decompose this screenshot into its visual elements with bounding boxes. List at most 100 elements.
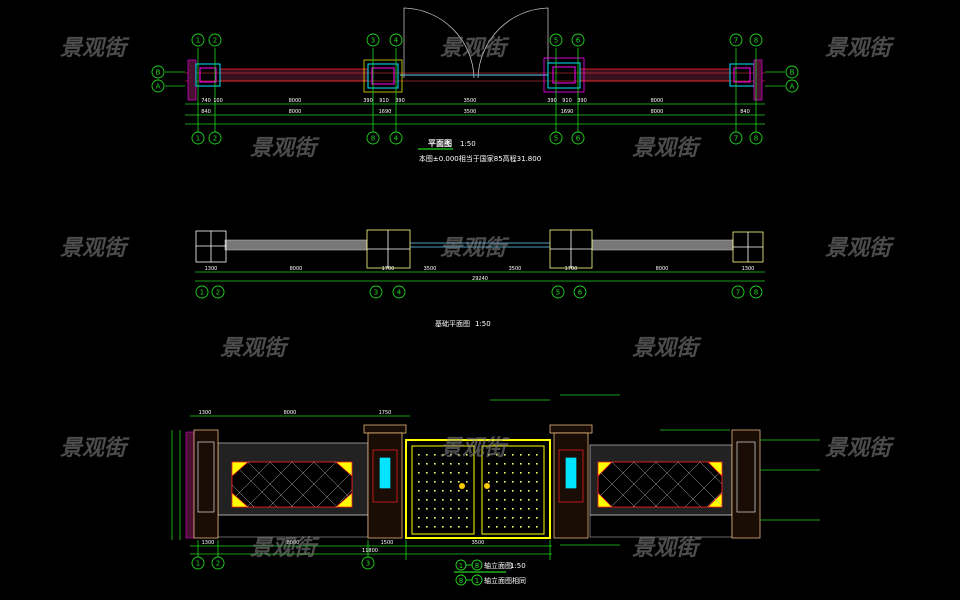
gate-stud xyxy=(488,526,490,528)
axis-marker: A xyxy=(151,79,165,93)
gate-stud xyxy=(466,490,468,492)
dimension-text: 3500 xyxy=(464,109,477,115)
gate-stud xyxy=(450,454,452,456)
gate-stud xyxy=(426,508,428,510)
gate-stud xyxy=(458,463,460,465)
dimension-text: 840 xyxy=(740,109,750,115)
plan-pier xyxy=(729,59,763,101)
axis-label: 2 xyxy=(213,37,217,45)
watermark-text: 景观街 xyxy=(60,36,130,61)
gate-stud xyxy=(528,499,530,501)
svg-text:1:50: 1:50 xyxy=(510,562,526,570)
gate-stud xyxy=(504,508,506,510)
gate-stud xyxy=(426,481,428,483)
gate-swing-arc-right xyxy=(477,7,549,79)
gate-stud xyxy=(434,454,436,456)
dimension-text: 1300 xyxy=(199,410,212,416)
gate-stud xyxy=(488,517,490,519)
gate-stud xyxy=(434,463,436,465)
gate-stud xyxy=(488,481,490,483)
gate-stud xyxy=(434,517,436,519)
axis-label: B xyxy=(156,69,161,77)
gate-stud xyxy=(450,481,452,483)
gate-stud xyxy=(434,490,436,492)
plan-note: 本图±0.000相当于国家85高程31.800 xyxy=(419,154,541,163)
elevation-pier xyxy=(193,429,219,539)
watermark-text: 景观街 xyxy=(440,36,510,61)
gate-stud xyxy=(426,463,428,465)
axis-marker: A xyxy=(785,79,799,93)
dimension-text: 910 xyxy=(379,98,389,104)
foundation-scale: 1:50 xyxy=(475,320,491,328)
gate-stud xyxy=(496,463,498,465)
axis-label: 1 xyxy=(196,37,200,45)
gate-stud xyxy=(536,508,538,510)
elevation-wall-left xyxy=(217,442,369,538)
gate-stud xyxy=(458,517,460,519)
elevation-title: 1 8 轴立面图 1:50 8 1 轴立面图相同 xyxy=(454,559,526,586)
gate-stud xyxy=(466,463,468,465)
axis-marker: 8 xyxy=(749,131,763,145)
dimension-text: 8000 xyxy=(289,98,302,104)
dimension-text: 1690 xyxy=(379,109,392,115)
watermark-text: 景观街 xyxy=(825,436,895,461)
dimension-text: 100 xyxy=(213,98,223,104)
axis-label: 1 xyxy=(196,135,200,143)
watermark-text: 景观街 xyxy=(632,136,702,161)
gate-stud xyxy=(442,508,444,510)
axis-marker: 2 xyxy=(211,556,225,570)
plan-pier xyxy=(363,59,403,93)
gate-stud xyxy=(418,526,420,528)
axis-label: 8 xyxy=(754,135,758,143)
gate-stud xyxy=(450,508,452,510)
dimension-text: 1690 xyxy=(561,109,574,115)
gate-stud xyxy=(528,526,530,528)
gate-stud xyxy=(450,472,452,474)
watermark-text: 景观街 xyxy=(825,36,895,61)
axis-label: 4 xyxy=(394,37,399,45)
gate-stud xyxy=(450,463,452,465)
gate-stud xyxy=(434,472,436,474)
dimension-text: 3500 xyxy=(509,266,522,272)
gate-stud xyxy=(466,499,468,501)
gate-stud xyxy=(418,463,420,465)
dimension-text: 8000 xyxy=(290,266,303,272)
dimension-text: 1700 xyxy=(565,266,578,272)
elevation-pier xyxy=(731,429,761,539)
gate-stud xyxy=(426,472,428,474)
axis-marker: 1 xyxy=(191,556,205,570)
dimension-text: 8000 xyxy=(287,540,300,546)
gate-stud xyxy=(528,454,530,456)
axis-marker: 7 xyxy=(729,131,743,145)
axis-marker: 1 xyxy=(195,285,209,299)
axis-marker: 6 xyxy=(573,285,587,299)
dimension-text: 390 xyxy=(363,98,373,104)
gate-stud xyxy=(442,526,444,528)
axis-marker: 3 xyxy=(366,33,380,47)
axis-label: 8 xyxy=(754,289,758,297)
axis-label: 8 xyxy=(371,135,375,143)
gate-stud xyxy=(426,499,428,501)
watermark-text: 景观街 xyxy=(250,136,320,161)
gate-stud xyxy=(528,463,530,465)
axis-marker: 2 xyxy=(208,131,222,145)
gate-stud xyxy=(488,454,490,456)
gate-stud xyxy=(536,481,538,483)
watermark-text: 景观街 xyxy=(60,436,130,461)
gate-stud xyxy=(442,499,444,501)
axis-label: 7 xyxy=(734,37,738,45)
gate-studs xyxy=(418,454,538,528)
watermark-text: 景观街 xyxy=(250,536,320,561)
axis-marker: 6 xyxy=(571,33,585,47)
gate-stud xyxy=(442,463,444,465)
axis-marker: 1 xyxy=(191,131,205,145)
plan-title: 平面图 xyxy=(428,139,452,148)
elevation-pier xyxy=(363,424,407,539)
gate-stud xyxy=(504,526,506,528)
